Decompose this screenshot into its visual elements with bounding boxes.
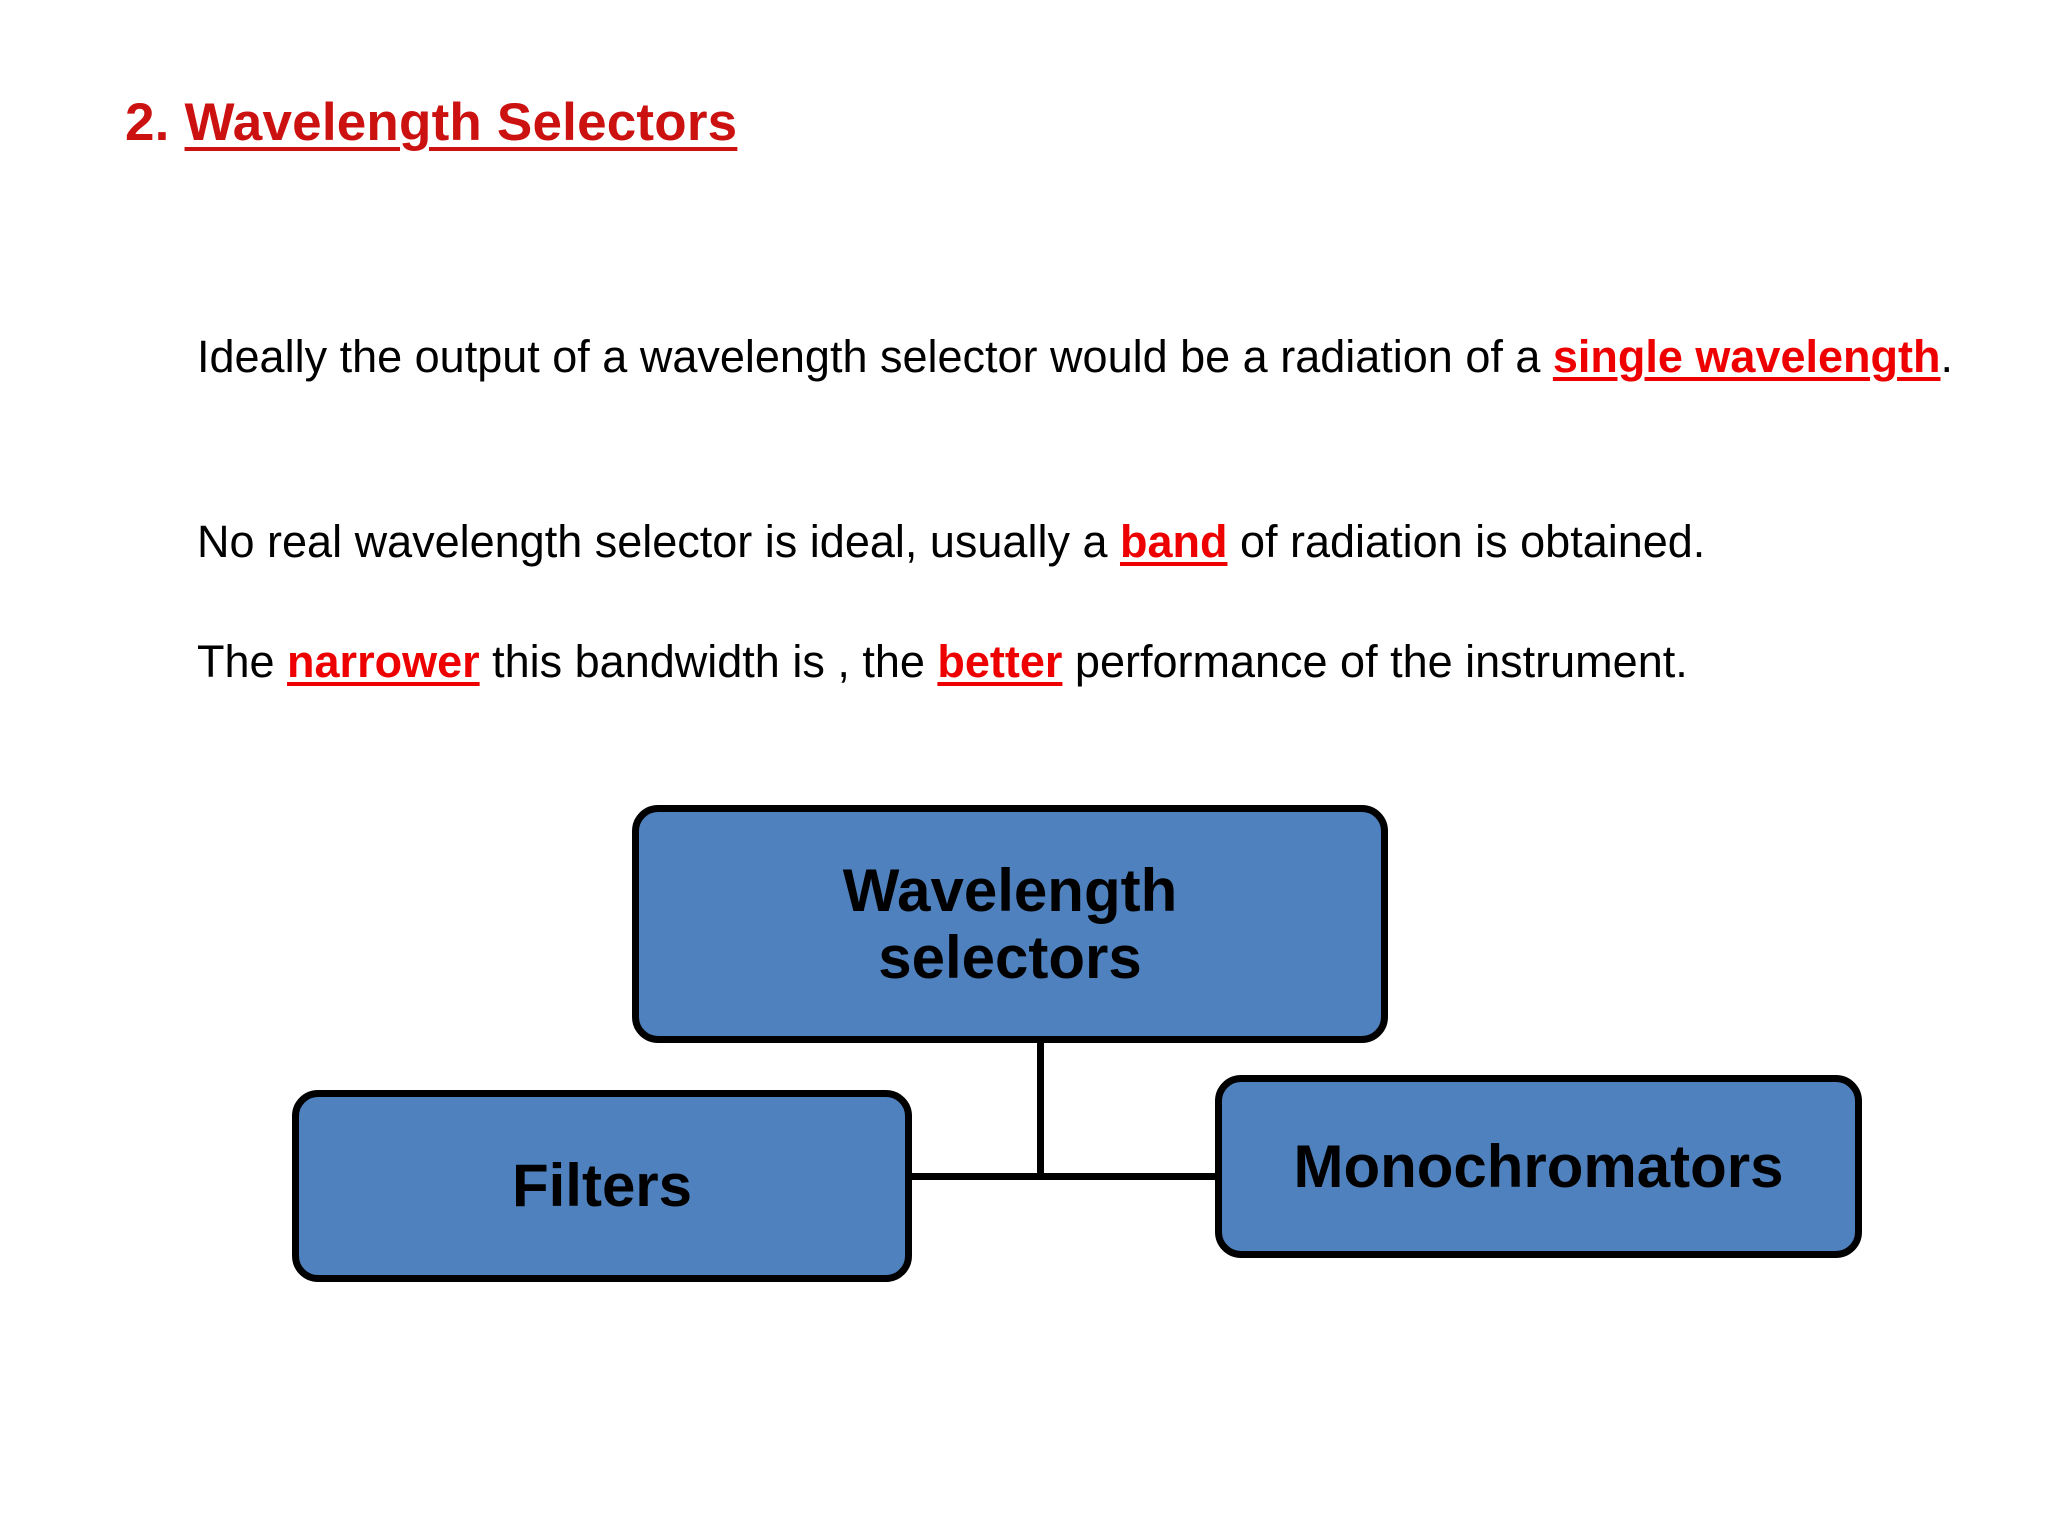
text-segment: No real wavelength selector is ideal, us…: [197, 516, 1120, 567]
keyword-band: band: [1119, 516, 1228, 567]
text-segment: Ideally the output of a wavelength selec…: [197, 331, 1553, 382]
text-segment: of radiation is obtained.: [1227, 516, 1706, 567]
text-segment: The: [197, 636, 288, 687]
diagram-node-label: Monochromators: [1293, 1132, 1784, 1200]
paragraph-narrower-bandwidth: The narrower this bandwidth is , the bet…: [197, 635, 1967, 690]
title-heading: Wavelength Selectors: [184, 93, 738, 152]
diagram-node-monochromators[interactable]: Monochromators: [1215, 1075, 1862, 1258]
diagram-node-label: Filters: [511, 1152, 693, 1220]
keyword-narrower: narrower: [287, 636, 480, 687]
text-segment: performance of the instrument.: [1062, 636, 1688, 687]
paragraph-ideal-output: Ideally the output of a wavelength selec…: [197, 330, 1967, 385]
keyword-better: better: [937, 636, 1063, 687]
title-number: 2.: [125, 93, 185, 152]
diagram-node-filters[interactable]: Filters: [292, 1090, 912, 1282]
text-segment: .: [1940, 331, 1954, 382]
paragraph-no-real-selector: No real wavelength selector is ideal, us…: [197, 515, 1967, 570]
text-segment: this bandwidth is , the: [479, 636, 938, 687]
connector-root-to-branch: [1037, 1040, 1044, 1180]
keyword-single-wavelength: single wavelength: [1552, 331, 1941, 382]
page-title: 2. Wavelength Selectors: [125, 92, 737, 153]
connector-filters-to-monochromators: [908, 1173, 1219, 1180]
